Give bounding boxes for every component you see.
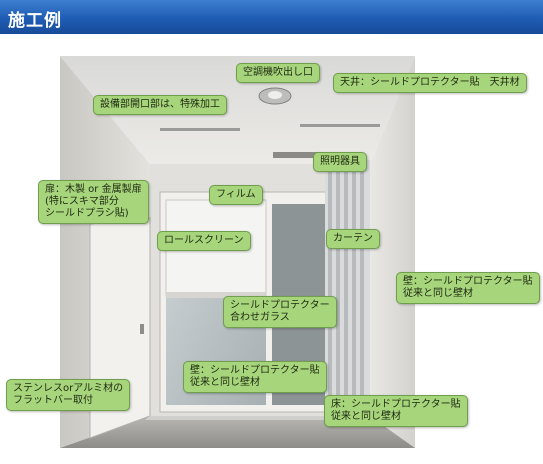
callout-wall-right: 壁：シールドプロテクター貼 従来と同じ壁材 [396, 272, 540, 304]
callout-door: 扉：木製 or 金属製扉 (特にスキマ部分 シールドプラシ貼) [38, 180, 149, 224]
callout-lighting: 照明器具 [313, 152, 367, 172]
page-header: 施工例 [0, 0, 543, 34]
callout-floor: 床：シールドプロテクター貼 従来と同じ壁材 [324, 395, 468, 427]
callout-curtain: カーテン [326, 229, 380, 249]
callout-aircon-outlet: 空調機吹出し口 [236, 63, 320, 83]
callout-roll-screen: ロールスクリーン [157, 231, 251, 251]
curtain-drawing [325, 160, 370, 416]
callout-film: フィルム [209, 185, 263, 205]
callout-flat-bar: ステンレスorアルミ材の フラットバー取付 [6, 379, 131, 411]
callout-laminated-glass: シールドプロテクター 合わせガラス [223, 296, 337, 328]
page-title: 施工例 [8, 11, 62, 31]
callout-ceiling: 天井：シールドプロテクター貼 天井材 [333, 73, 527, 93]
callout-wall-center: 壁：シールドプロテクター貼 従来と同じ壁材 [183, 361, 327, 393]
callout-equipment-opening: 設備部開口部は、特殊加工 [93, 95, 227, 115]
